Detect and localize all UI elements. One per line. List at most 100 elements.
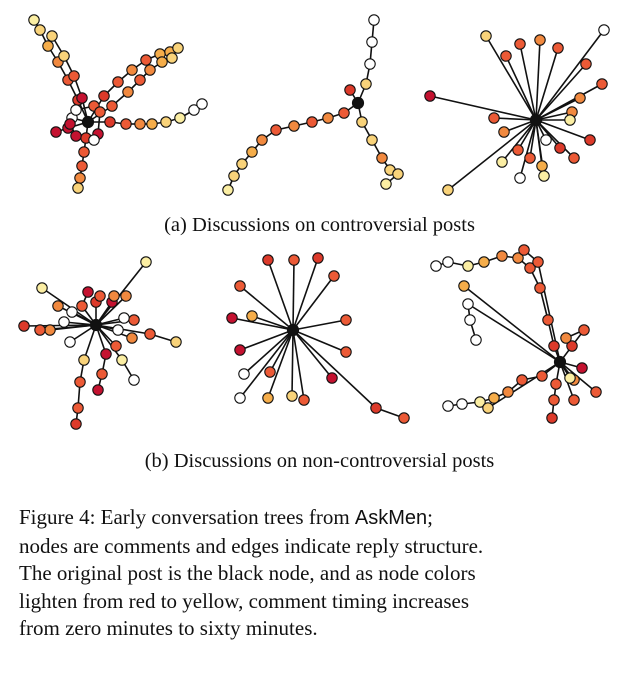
reply-edge bbox=[292, 329, 305, 401]
comment-node bbox=[368, 14, 380, 26]
comment-node bbox=[116, 354, 128, 366]
comment-nodes bbox=[28, 14, 208, 194]
reply-edge bbox=[505, 55, 537, 121]
comment-node bbox=[196, 98, 208, 110]
comment-node bbox=[366, 134, 378, 146]
comment-node bbox=[478, 256, 490, 268]
reply-edge bbox=[239, 329, 294, 351]
comment-node bbox=[120, 118, 132, 130]
comment-node bbox=[360, 78, 372, 90]
comment-node bbox=[78, 354, 90, 366]
caption-line: The original post is the black node, and… bbox=[19, 561, 476, 585]
comment-node bbox=[134, 118, 146, 130]
comment-node bbox=[456, 398, 468, 410]
comment-node bbox=[222, 184, 234, 196]
comment-node bbox=[52, 300, 64, 312]
caption-line: lighten from red to yellow, comment timi… bbox=[19, 588, 470, 613]
reply-edge bbox=[292, 319, 347, 331]
comment-node bbox=[560, 332, 572, 344]
comment-node bbox=[458, 280, 470, 292]
reply-edge bbox=[429, 95, 537, 121]
caption-line: from zero minutes to sixty minutes. bbox=[19, 616, 318, 640]
reply-edge bbox=[535, 47, 559, 121]
comment-node bbox=[46, 30, 58, 42]
reply-edge bbox=[267, 329, 294, 399]
reply-edge bbox=[519, 119, 537, 179]
reply-edges bbox=[231, 257, 405, 419]
reply-edge bbox=[243, 329, 294, 375]
comment-node bbox=[322, 112, 334, 124]
comment-node bbox=[174, 112, 186, 124]
comment-node bbox=[246, 146, 258, 158]
comment-node bbox=[70, 104, 82, 116]
comment-node bbox=[34, 24, 46, 36]
comment-node bbox=[104, 116, 116, 128]
original-post-node bbox=[81, 115, 95, 129]
comment-node bbox=[550, 378, 562, 390]
comment-node bbox=[64, 336, 76, 348]
reply-edges bbox=[435, 249, 597, 419]
comment-node bbox=[298, 394, 310, 406]
comment-node bbox=[576, 362, 588, 374]
comment-node bbox=[166, 52, 178, 64]
reply-edge bbox=[83, 324, 97, 361]
comment-node bbox=[442, 400, 454, 412]
comment-node bbox=[498, 126, 510, 138]
comment-node bbox=[112, 76, 124, 88]
comment-node bbox=[58, 316, 70, 328]
comment-node bbox=[36, 282, 48, 294]
tree-controversial-1 bbox=[28, 14, 208, 194]
comment-node bbox=[156, 56, 168, 68]
comment-node bbox=[108, 290, 120, 302]
comment-node bbox=[512, 144, 524, 156]
comment-node bbox=[134, 74, 146, 86]
comment-node bbox=[598, 24, 610, 36]
comment-nodes bbox=[222, 14, 404, 196]
comment-node bbox=[34, 324, 46, 336]
reply-edge bbox=[239, 285, 294, 331]
comment-node bbox=[376, 152, 388, 164]
comment-node bbox=[140, 256, 152, 268]
comment-node bbox=[234, 280, 246, 292]
reply-edge bbox=[251, 315, 294, 331]
reply-edge bbox=[467, 303, 561, 363]
comment-node bbox=[538, 170, 550, 182]
comment-node bbox=[496, 156, 508, 168]
comment-node bbox=[98, 90, 110, 102]
reply-edge bbox=[292, 329, 347, 353]
comment-node bbox=[424, 90, 436, 102]
comment-node bbox=[584, 134, 596, 146]
subcaption-controversial: (a) Discussions on controversial posts bbox=[164, 214, 475, 236]
comment-node bbox=[540, 134, 552, 146]
comment-nodes bbox=[430, 244, 602, 424]
comment-node bbox=[580, 58, 592, 70]
comment-node bbox=[70, 130, 82, 142]
comment-node bbox=[480, 30, 492, 42]
reply-edge bbox=[231, 317, 294, 331]
comment-node bbox=[92, 384, 104, 396]
comment-node bbox=[120, 290, 132, 302]
comment-node bbox=[516, 374, 528, 386]
comment-nodes bbox=[18, 256, 182, 430]
comment-node bbox=[76, 160, 88, 172]
comment-node bbox=[496, 250, 508, 262]
comment-node bbox=[328, 270, 340, 282]
comment-node bbox=[28, 14, 40, 26]
comment-node bbox=[578, 324, 590, 336]
comment-node bbox=[88, 134, 100, 146]
reply-edge bbox=[95, 324, 123, 361]
subcaption-noncontroversial: (b) Discussions on non-controversial pos… bbox=[144, 450, 495, 472]
comment-node bbox=[264, 366, 276, 378]
comment-node bbox=[564, 114, 576, 126]
comment-node bbox=[536, 370, 548, 382]
comment-node bbox=[380, 178, 392, 190]
comment-node bbox=[246, 310, 258, 322]
reply-edge bbox=[485, 35, 537, 121]
comment-node bbox=[568, 394, 580, 406]
comment-nodes bbox=[424, 24, 610, 196]
comment-node bbox=[128, 314, 140, 326]
tree-noncontroversial-1 bbox=[18, 256, 182, 430]
comment-node bbox=[546, 412, 558, 424]
original-post-node bbox=[553, 355, 567, 369]
comment-node bbox=[112, 324, 124, 336]
